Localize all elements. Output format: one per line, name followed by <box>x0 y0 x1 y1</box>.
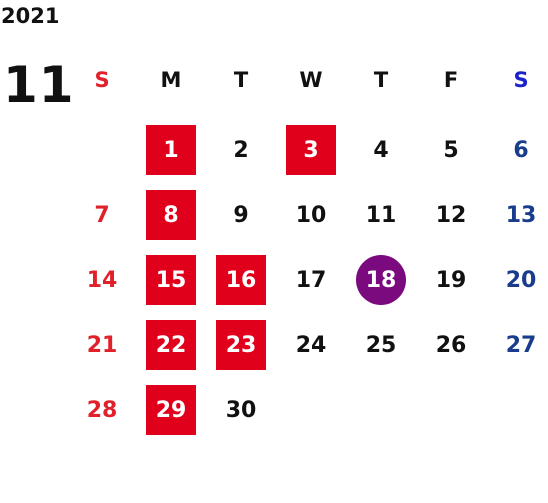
holiday-day-cell[interactable]: 1 <box>146 125 196 175</box>
day-cell[interactable]: 28 <box>86 397 118 423</box>
weekday-header: S <box>513 68 529 92</box>
weekday-header: W <box>299 68 323 92</box>
holiday-day-cell[interactable]: 29 <box>146 385 196 435</box>
day-cell[interactable]: 14 <box>86 267 118 293</box>
day-cell[interactable]: 11 <box>365 202 397 228</box>
day-cell[interactable]: 20 <box>505 267 537 293</box>
day-cell[interactable]: 12 <box>435 202 467 228</box>
year-label: 2021 <box>1 4 60 28</box>
day-cell[interactable]: 25 <box>365 332 397 358</box>
day-cell[interactable]: 21 <box>86 332 118 358</box>
day-cell[interactable]: 5 <box>443 137 459 163</box>
day-cell[interactable]: 19 <box>435 267 467 293</box>
day-cell[interactable]: 2 <box>233 137 249 163</box>
day-cell[interactable]: 4 <box>373 137 389 163</box>
day-cell[interactable]: 24 <box>295 332 327 358</box>
weekday-header: M <box>160 68 182 92</box>
holiday-day-cell[interactable]: 15 <box>146 255 196 305</box>
day-cell[interactable]: 7 <box>94 202 110 228</box>
day-cell[interactable]: 13 <box>505 202 537 228</box>
holiday-day-cell[interactable]: 3 <box>286 125 336 175</box>
month-number: 11 <box>3 56 75 114</box>
weekday-header: T <box>233 68 249 92</box>
day-cell[interactable]: 30 <box>225 397 257 423</box>
weekday-header: T <box>373 68 389 92</box>
day-cell[interactable]: 9 <box>233 202 249 228</box>
day-cell[interactable]: 10 <box>295 202 327 228</box>
day-cell[interactable]: 26 <box>435 332 467 358</box>
day-cell[interactable]: 6 <box>513 137 529 163</box>
today-day-cell[interactable]: 18 <box>356 255 406 305</box>
day-cell[interactable]: 17 <box>295 267 327 293</box>
weekday-header: S <box>94 68 110 92</box>
day-cell[interactable]: 27 <box>505 332 537 358</box>
holiday-day-cell[interactable]: 23 <box>216 320 266 370</box>
holiday-day-cell[interactable]: 22 <box>146 320 196 370</box>
holiday-day-cell[interactable]: 8 <box>146 190 196 240</box>
weekday-header: F <box>443 68 459 92</box>
holiday-day-cell[interactable]: 16 <box>216 255 266 305</box>
